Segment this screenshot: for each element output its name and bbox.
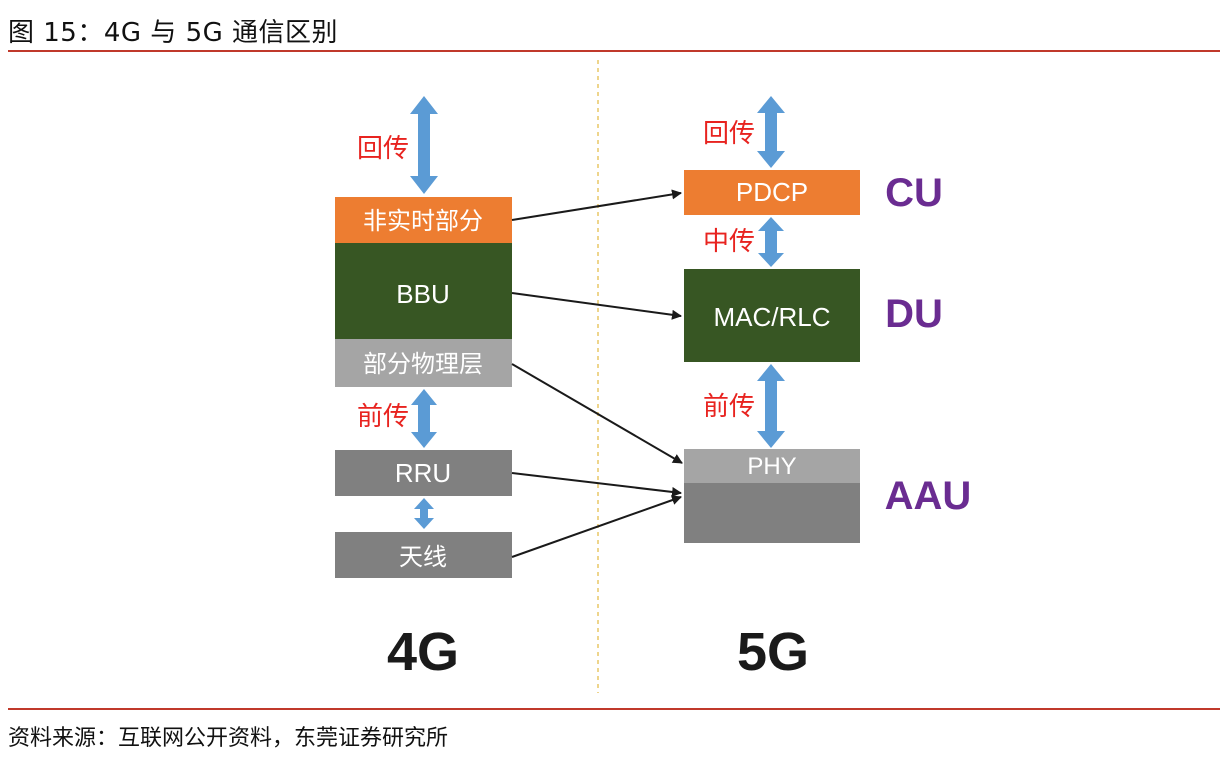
5g-aau-label: AAU [885, 474, 972, 518]
4g-antenna-label: 天线 [399, 544, 447, 571]
5g-backhaul-arrow [757, 96, 785, 168]
5g-fronthaul-arrow [757, 364, 785, 448]
4g-non-realtime-block [335, 197, 512, 243]
5g-midhaul-arrow [758, 217, 784, 267]
4g-physical-layer-block [335, 339, 512, 387]
5g-cu-label: CU [885, 171, 943, 215]
5g-du-label: DU [885, 292, 943, 336]
5g-mac-rlc-label: MAC/RLC [713, 302, 830, 332]
5g-phy-block [684, 449, 860, 483]
5g-phy-label: PHY [747, 453, 796, 480]
4g-fronthaul-label: 前传 [357, 402, 409, 432]
4g-backhaul-arrow [410, 96, 438, 194]
4g-bbu-block [335, 243, 512, 339]
arrow-antenna-to-aau [511, 495, 682, 558]
4g-rru-label: RRU [395, 458, 451, 488]
4g-rru-antenna-arrow [414, 498, 434, 529]
5g-mac-rlc-block [684, 269, 860, 362]
4g-antenna-block [335, 532, 512, 578]
4g-fronthaul-arrow [411, 389, 437, 448]
5g-backhaul-label: 回传 [703, 119, 755, 149]
4g-bbu-label: BBU [396, 279, 449, 309]
5g-aau-block [684, 483, 860, 543]
source-note: 资料来源：互联网公开资料，东莞证券研究所 [8, 726, 449, 751]
4g-backhaul-label: 回传 [357, 134, 409, 164]
4g-generation-label: 4G [387, 622, 459, 682]
source-divider [8, 708, 1220, 710]
5g-pdcp-block [684, 170, 860, 215]
5g-pdcp-label: PDCP [736, 177, 808, 207]
arrow-bbu-to-mac-rlc [511, 292, 682, 320]
arrow-physical-layer-to-phy [511, 363, 683, 464]
5g-generation-label: 5G [737, 622, 809, 682]
5g-midhaul-label: 中传 [703, 227, 755, 257]
figure-title: 图 15：4G 与 5G 通信区别 [8, 18, 339, 48]
4g-non-realtime-label: 非实时部分 [363, 208, 483, 235]
5g-fronthaul-label: 前传 [703, 392, 755, 422]
arrow-rru-to-aau [511, 472, 682, 497]
4g-physical-layer-label: 部分物理层 [363, 351, 483, 378]
title-divider [8, 50, 1220, 52]
4g-rru-block [335, 450, 512, 496]
arrow-non-realtime-to-pdcp [511, 189, 682, 221]
